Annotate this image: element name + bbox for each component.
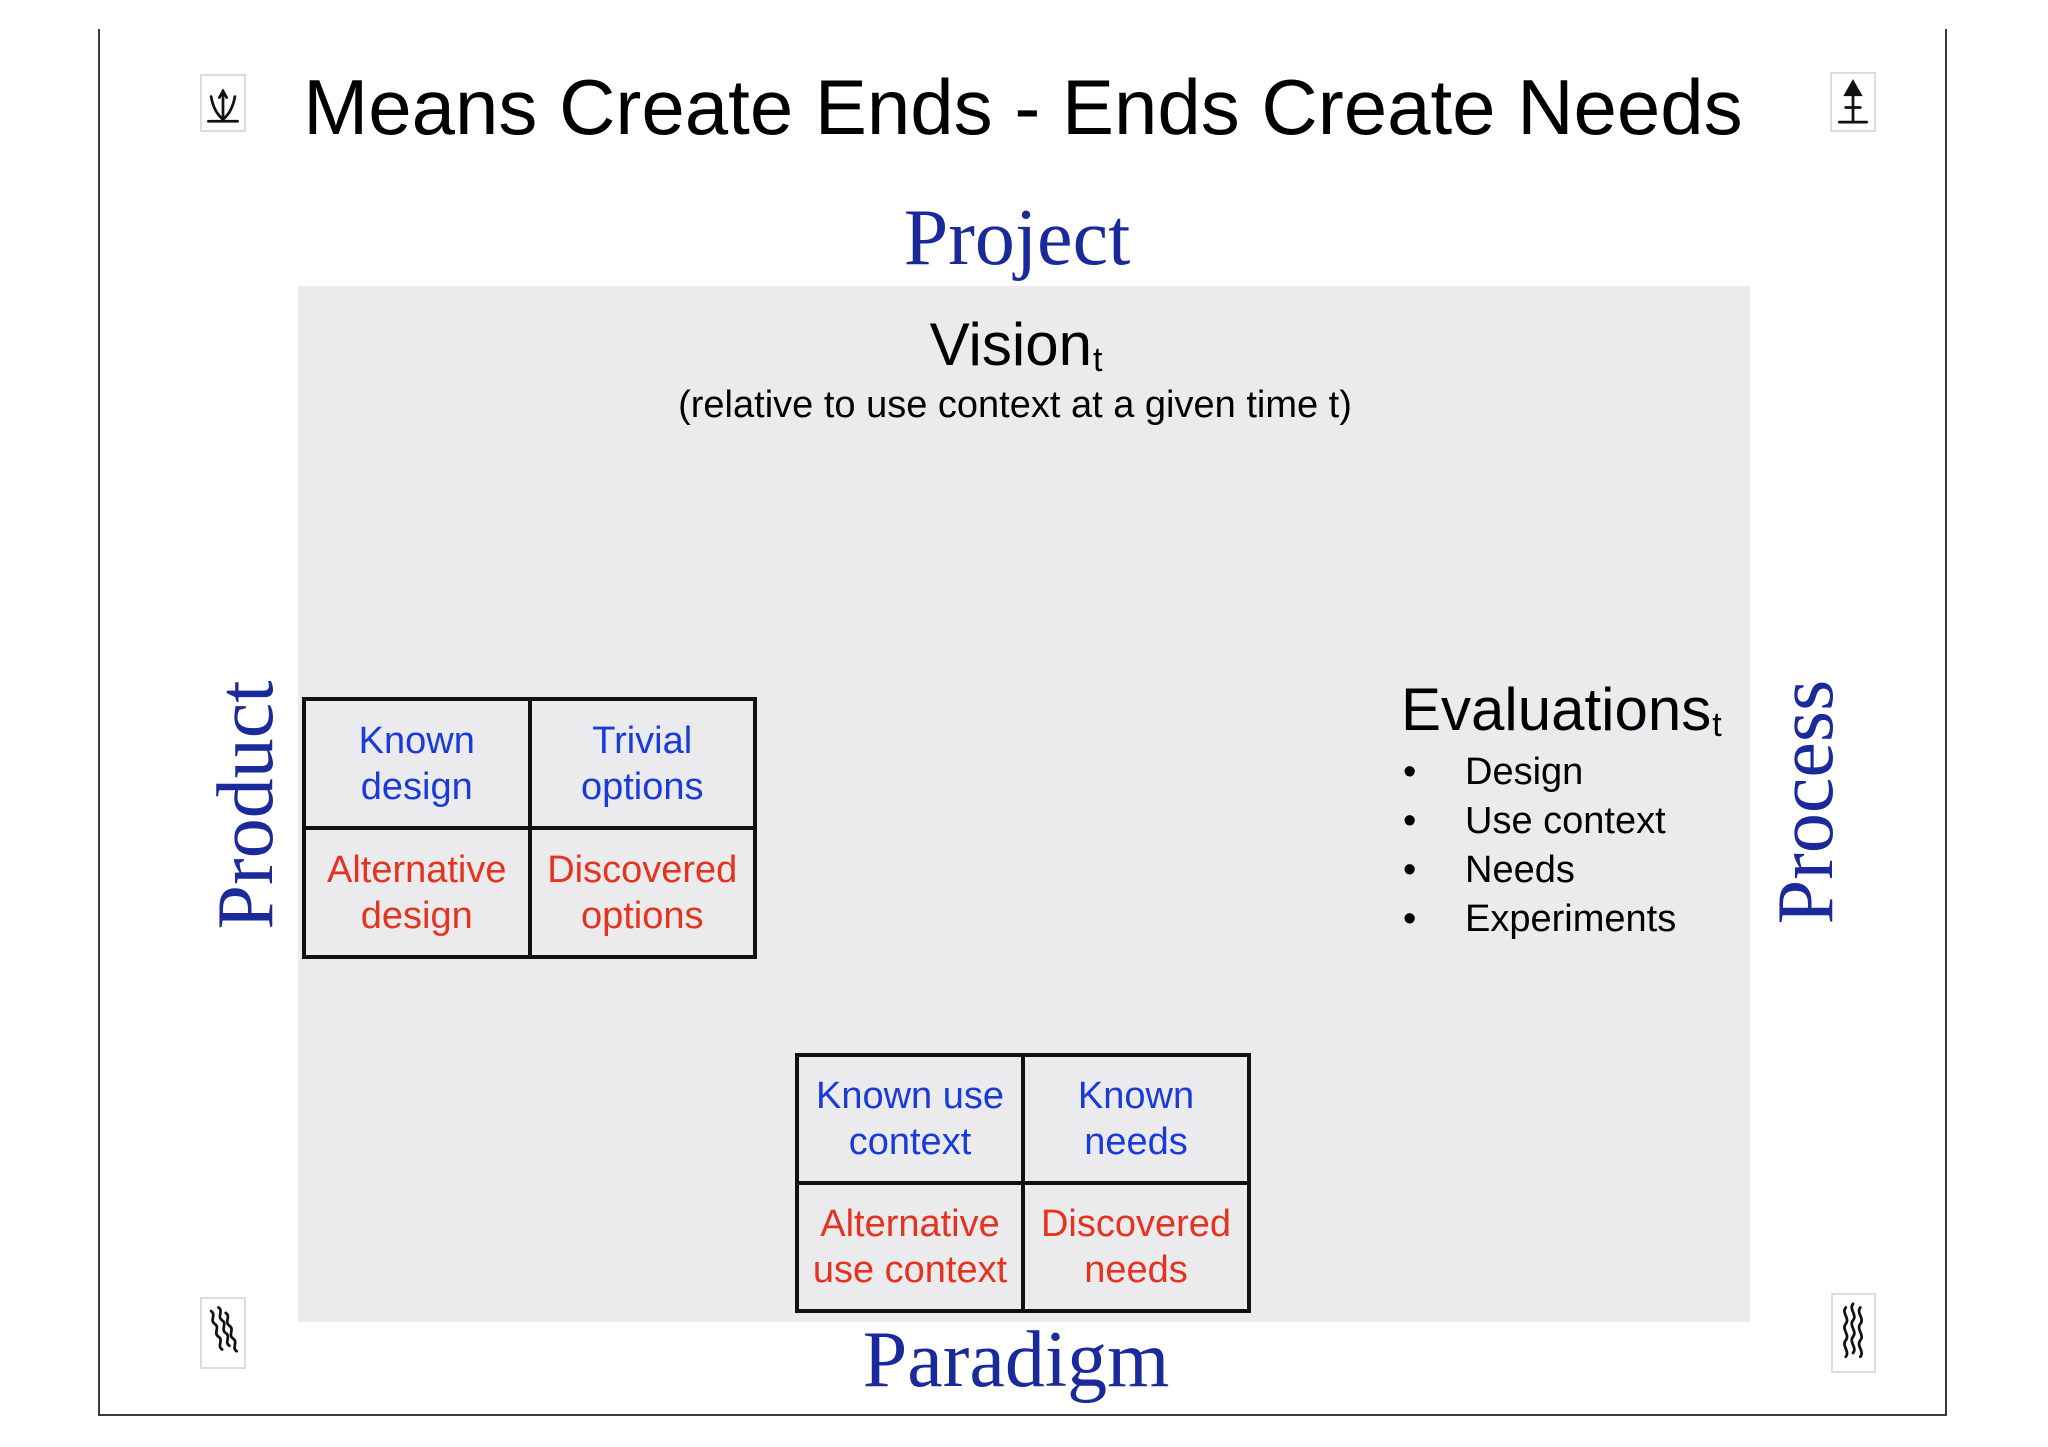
cell-line: Alternative [820,1203,1000,1245]
steam-line [1843,1306,1849,1359]
list-item: Use context [1401,797,1676,846]
steam-icon [1831,1293,1876,1373]
wave-line [209,1309,224,1351]
evaluations-subscript: t [1712,706,1722,744]
sprout-icon [200,74,246,132]
steam-line [1857,1306,1863,1359]
sprout-right-branch [221,95,237,121]
vision-heading: Visiont [930,315,1103,384]
steam-line [1850,1302,1856,1355]
sprout-left-branch [209,95,225,121]
product-label: Product [202,680,290,930]
paradigm-cell-alternative-use-context: Alternative use context [799,1185,1021,1309]
sprout-icon-graphic [207,88,239,123]
paradigm-grid: Known use context Known needs Alternativ… [795,1053,1251,1313]
wavy-lines-icon [200,1297,246,1369]
list-item: Design [1401,748,1676,797]
evaluations-heading: Evaluationst [1401,680,1722,749]
vision-subscript: t [1092,341,1103,379]
product-cell-discovered-options: Discovered options [531,830,753,955]
evaluations-label: Evaluations [1401,676,1712,743]
evaluations-list: Design Use context Needs Experiments [1401,748,1676,944]
product-grid: Known design Trivial options Alternative… [302,697,757,959]
cell-line: Known [358,719,475,762]
cell-line: context [848,1121,972,1163]
paradigm-cell-known-needs: Known needs [1025,1057,1247,1181]
product-cell-known-design: Known design [306,701,528,826]
paradigm-cell-known-use-context: Known use context [799,1057,1021,1181]
cell-line: Discovered [547,848,738,891]
wave-line [224,1311,239,1353]
cell-line: design [360,765,473,808]
arrow-head [1843,79,1863,97]
product-cell-alternative-design: Alternative design [306,830,528,955]
vision-label: Vision [929,311,1092,378]
this-way-up-icon-graphic [1837,79,1869,124]
cell-line: Trivial [592,719,693,762]
slide-title: Means Create Ends - Ends Create Needs [303,63,1743,151]
project-label: Project [903,194,1131,282]
this-way-up-icon [1830,72,1876,132]
list-item: Needs [1401,846,1676,895]
cell-line: options [580,894,704,937]
vision-caption: (relative to use context at a given time… [678,384,1352,426]
slide-frame [98,29,1947,1416]
cell-line: Known use [815,1075,1004,1117]
cell-line: needs [1084,1121,1188,1163]
wave-line [217,1306,231,1348]
cell-line: needs [1084,1249,1188,1291]
cell-line: Known [1077,1075,1195,1117]
paradigm-cell-discovered-needs: Discovered needs [1025,1185,1247,1309]
cell-line: use context [812,1249,1008,1291]
cell-line: design [360,894,473,937]
list-item: Experiments [1401,895,1676,944]
product-cell-trivial-options: Trivial options [531,701,753,826]
wavy-lines-icon-graphic [209,1306,239,1353]
cell-line: Alternative [326,848,507,891]
steam-icon-graphic [1843,1302,1863,1359]
sprout-tip [217,88,229,99]
paradigm-label: Paradigm [862,1316,1170,1404]
cell-line: options [580,765,704,808]
cell-line: Discovered [1040,1203,1232,1245]
process-label: Process [1762,679,1850,925]
